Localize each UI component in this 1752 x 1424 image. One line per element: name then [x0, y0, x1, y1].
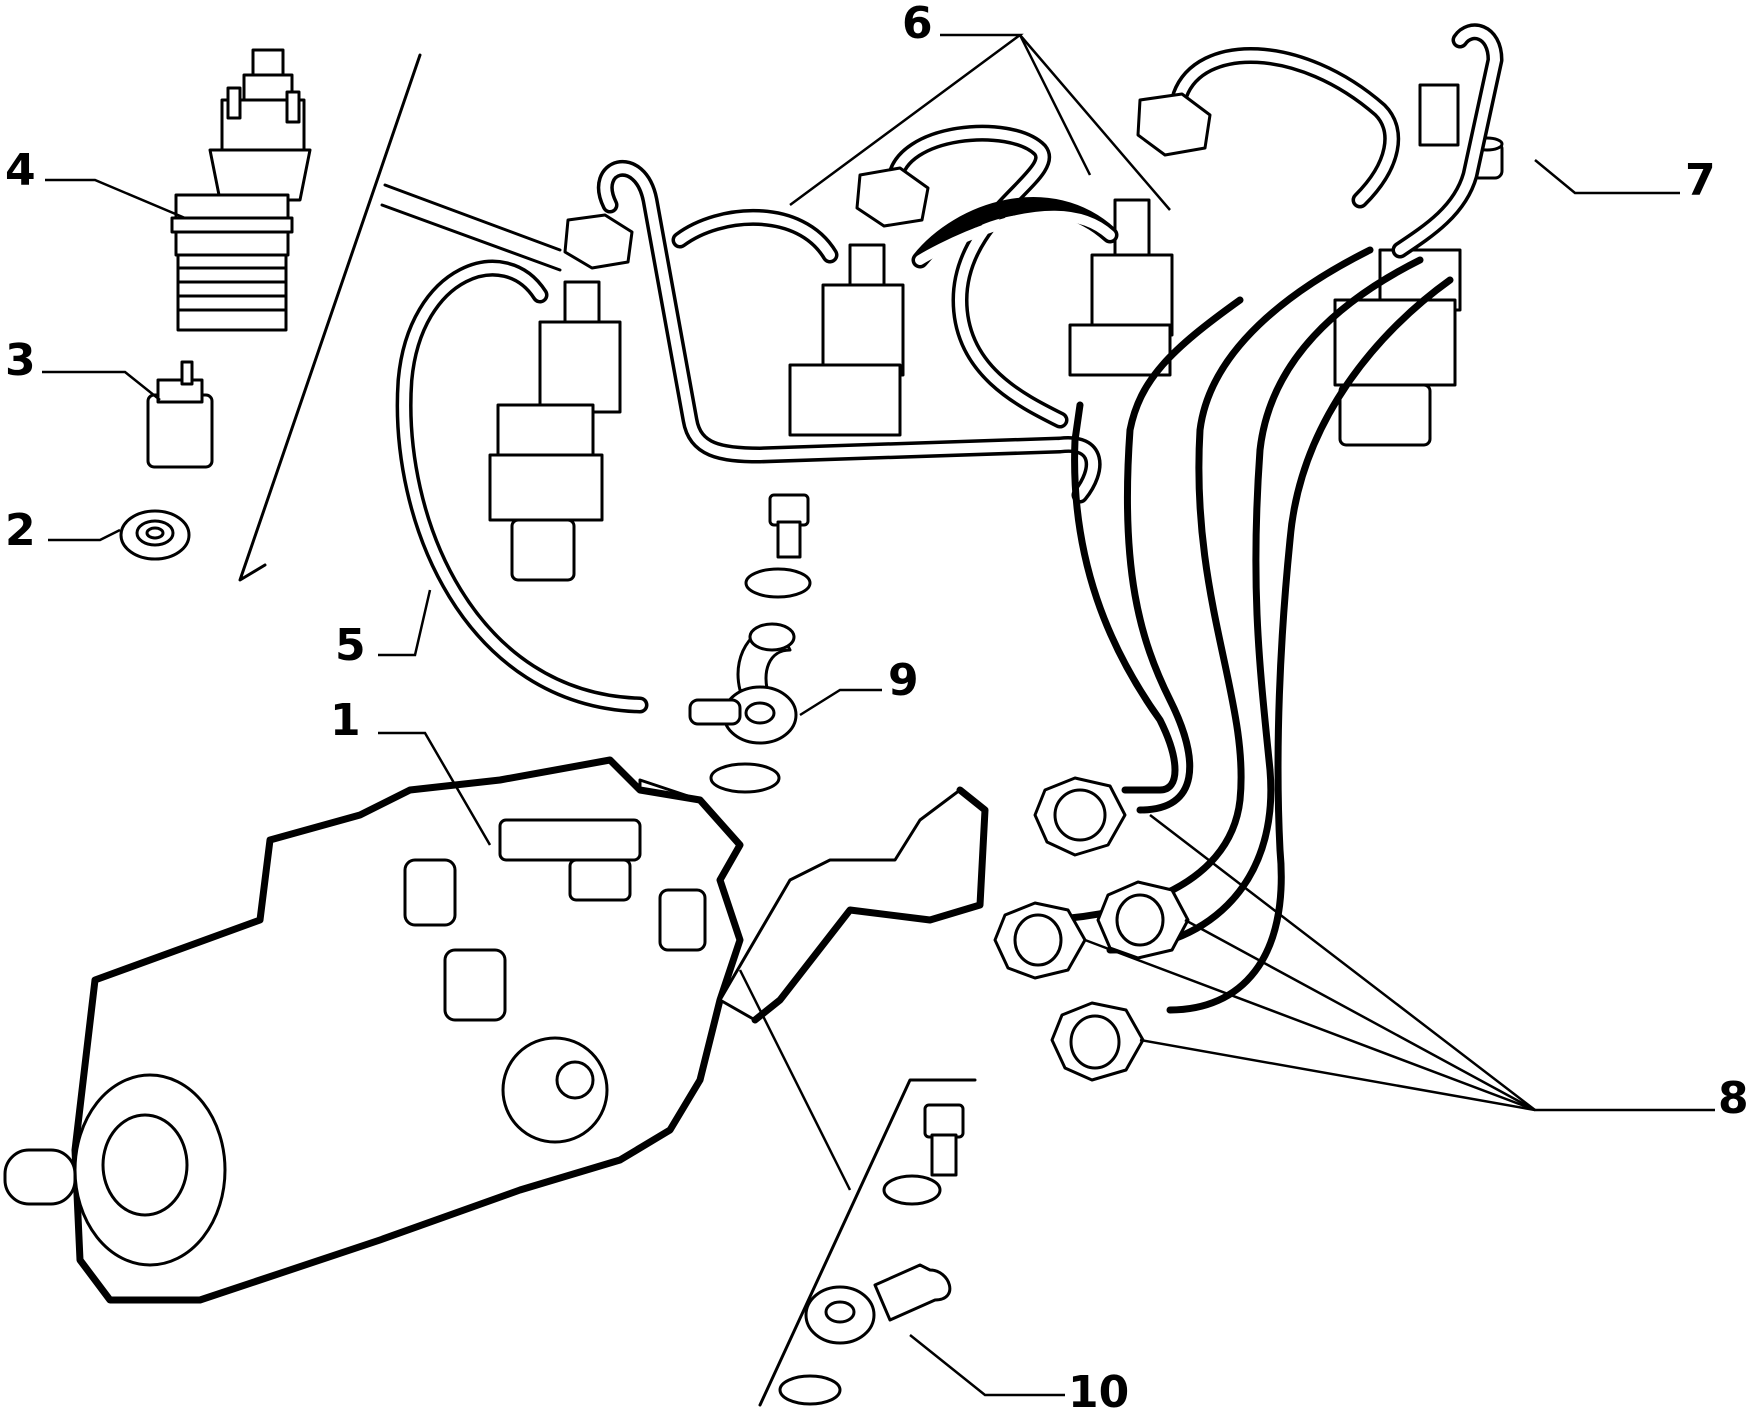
callout-8: 8 [1718, 1073, 1749, 1124]
callout-4: 4 [5, 145, 36, 196]
nozzle-drawing [146, 360, 214, 469]
callout-2: 2 [5, 505, 36, 556]
mounting-bracket-drawing [718, 786, 989, 1024]
injector-3-drawing [1068, 198, 1174, 377]
leader-lines [42, 33, 1715, 1397]
callout-3: 3 [5, 335, 36, 386]
callout-6: 6 [902, 0, 933, 49]
callout-7: 7 [1685, 155, 1716, 206]
pipe-end-nuts-drawing [993, 776, 1190, 1082]
return-hose-drawing [395, 259, 649, 714]
callout-1: 1 [330, 695, 361, 746]
leak-off-pipes-drawing [596, 23, 1504, 504]
callout-10: 10 [1068, 1367, 1129, 1418]
injector-drawing [170, 48, 312, 332]
injector-2-drawing [788, 243, 905, 437]
seal-washer-drawing [119, 509, 191, 561]
callout-5: 5 [335, 620, 366, 671]
banjo-union-10-drawing [778, 1103, 965, 1406]
section-divider-lines [238, 53, 977, 1407]
callout-9: 9 [888, 655, 919, 706]
banjo-union-9-drawing [688, 493, 812, 794]
injection-pump-drawing [3, 756, 744, 1304]
injector-1-drawing [488, 280, 622, 582]
callout-labels: 1 2 3 4 5 6 7 8 9 10 [5, 0, 1749, 1418]
union-nuts-drawing [563, 92, 1212, 270]
